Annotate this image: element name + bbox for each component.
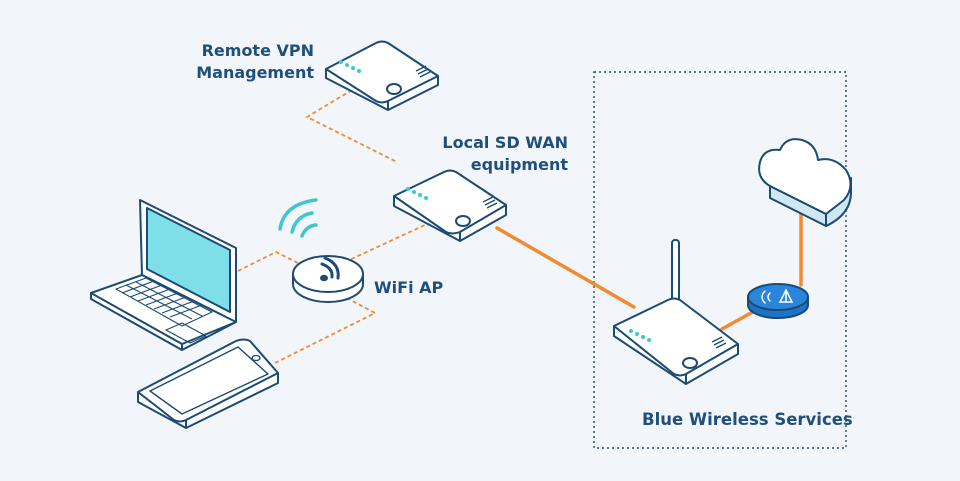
label-wifi-ap: WiFi AP [374,278,444,297]
label-blue-wireless-services: Blue Wireless Services [642,410,853,429]
link-tablet-to-wifi [274,296,377,364]
label-line: Remote VPN [201,41,314,60]
cloud-icon [758,138,853,227]
dashed-links [237,89,428,364]
blue-wireless-boundary [593,71,847,449]
label-remote-vpn-management: Remote VPN Management [196,40,314,84]
router-icon [613,239,739,385]
laptop-icon [90,199,237,351]
router-icon [325,40,439,111]
wifi-access-point-icon [292,255,364,303]
label-line: equipment [470,155,568,174]
link-sdwan-to-router [495,226,636,309]
wifi-signal-icon [278,198,318,238]
antenna-puck-icon [747,283,809,319]
label-line: Local SD WAN [442,133,568,152]
link-laptop-to-wifi [237,250,301,272]
router-icon [393,169,507,242]
label-local-sd-wan-equipment: Local SD WAN equipment [442,132,568,176]
link-vpn-to-sdwan [305,89,398,163]
label-line: Management [196,63,314,82]
tablet-icon [137,338,279,429]
